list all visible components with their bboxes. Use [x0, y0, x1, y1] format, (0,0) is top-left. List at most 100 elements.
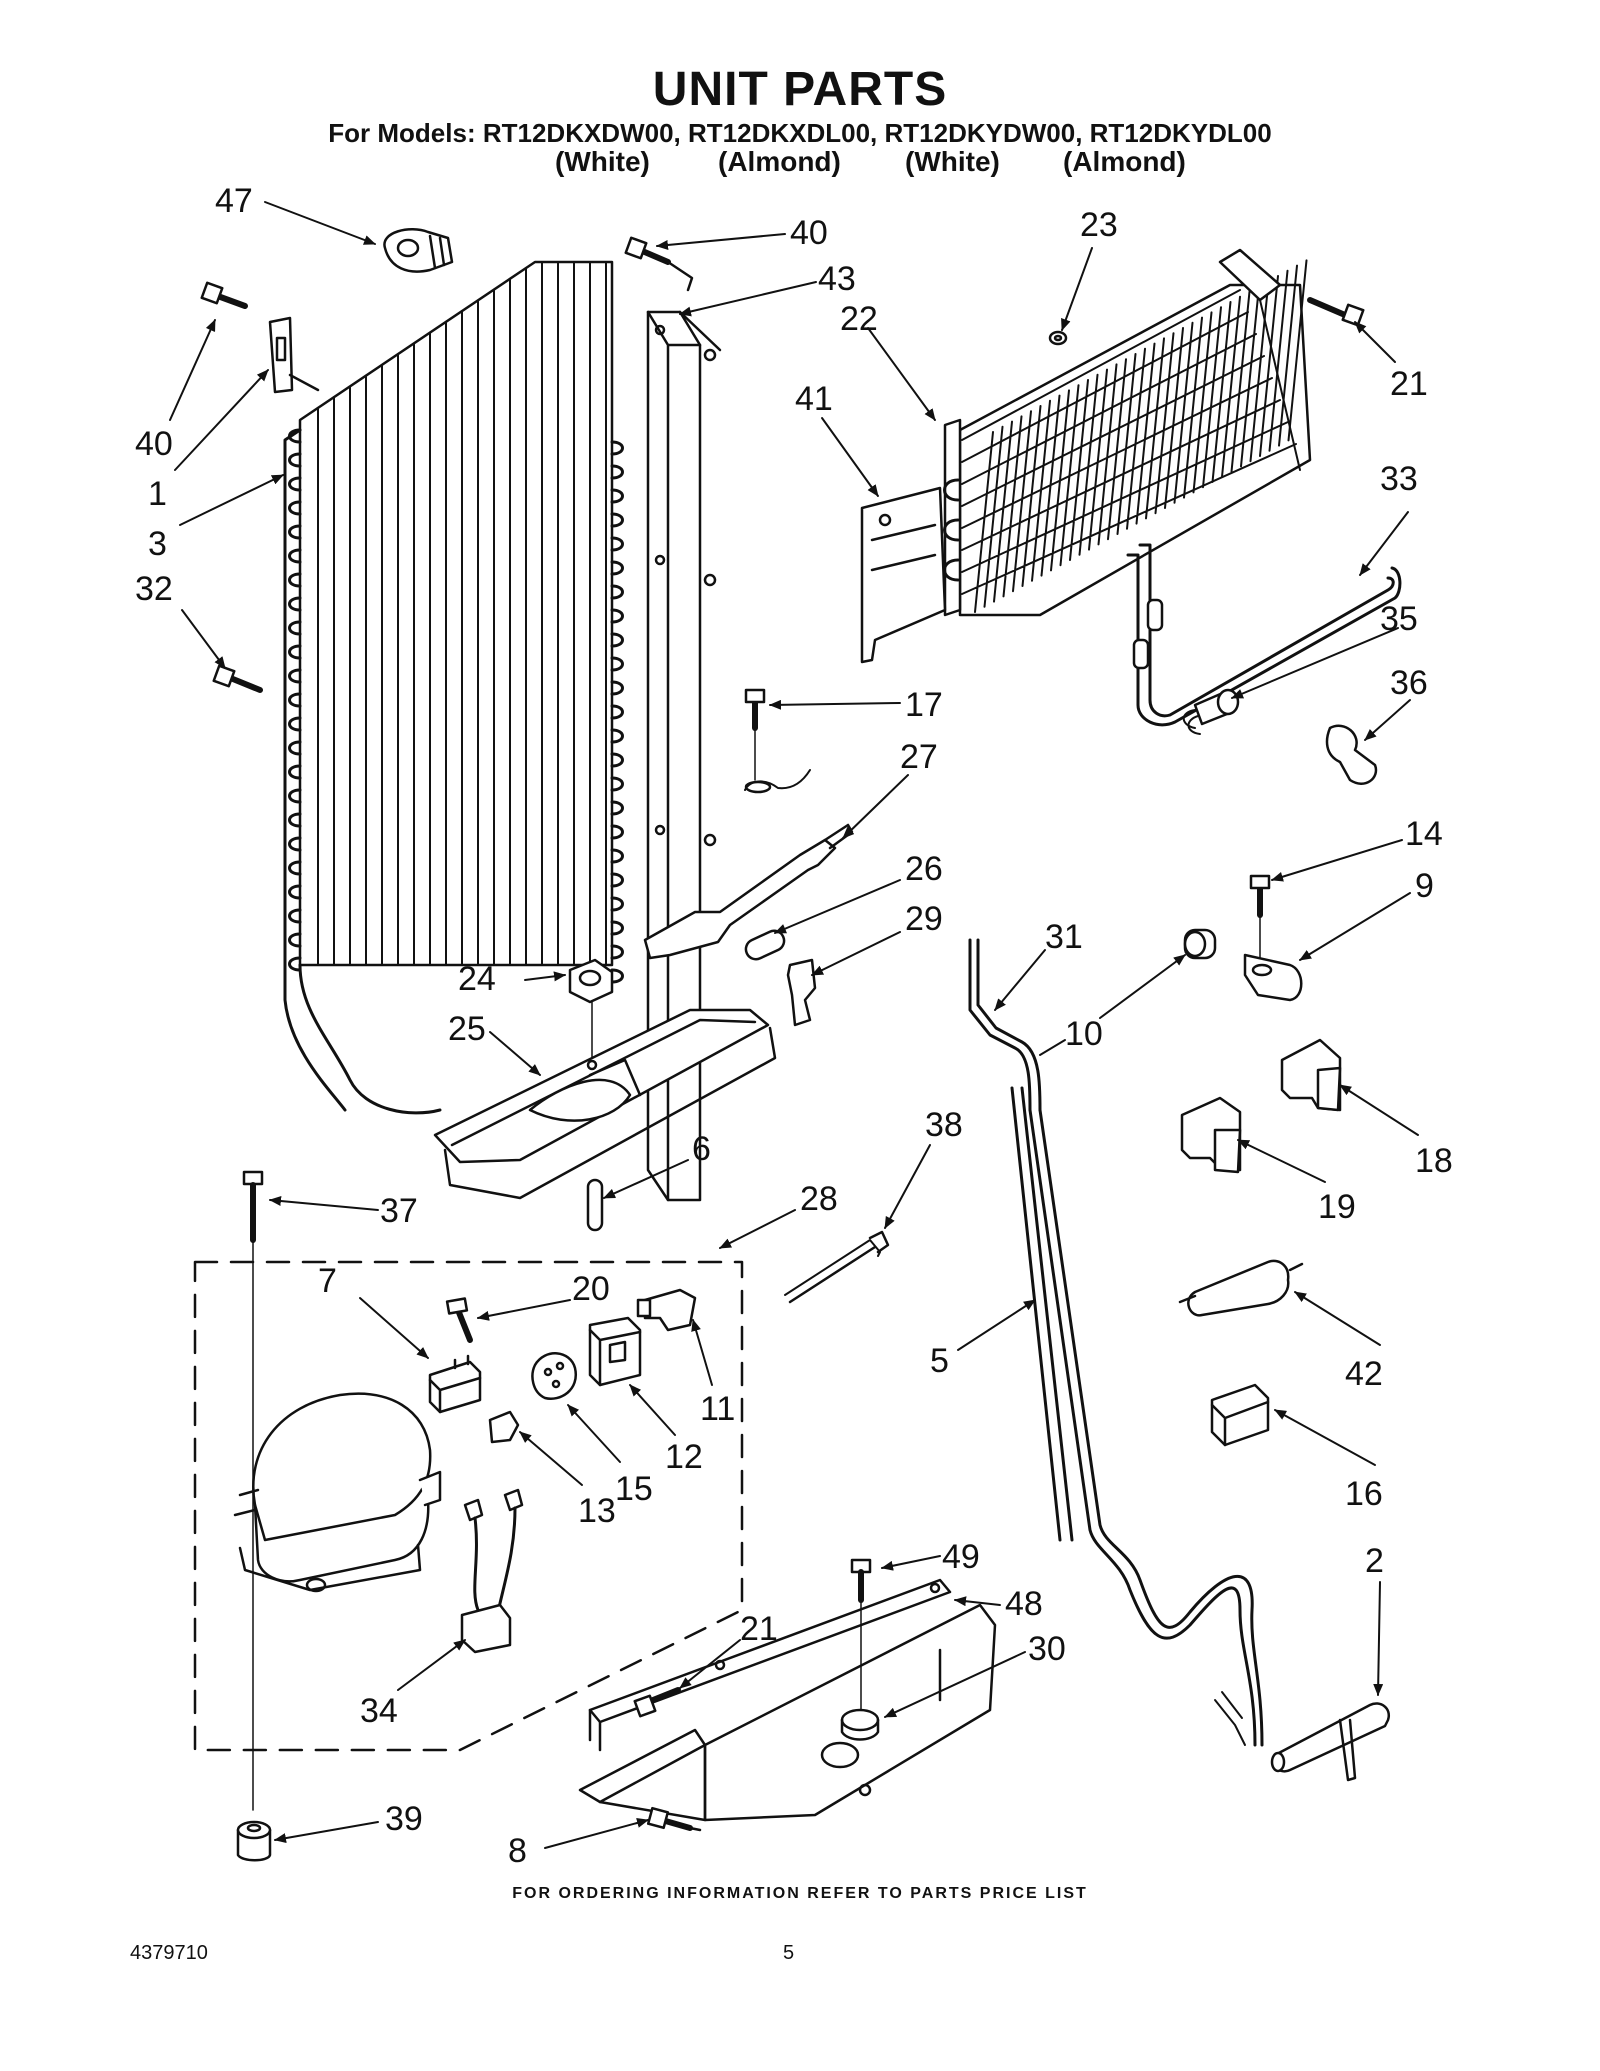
callout-49: 49 [942, 1538, 980, 1576]
wrench-2 [1270, 1702, 1391, 1782]
callout-7: 7 [318, 1262, 337, 1300]
condenser-rail [646, 310, 722, 1202]
callout-18: 18 [1415, 1142, 1453, 1180]
callout-20: 20 [572, 1270, 610, 1308]
callout-24: 24 [458, 960, 496, 998]
screw-21-base [633, 1687, 681, 1718]
callout-8: 8 [508, 1832, 527, 1870]
callout-25: 25 [448, 1010, 486, 1048]
heater-clip [1325, 724, 1378, 785]
relay-cover-12 [588, 1316, 642, 1387]
compressor-group-outline [193, 1260, 744, 1752]
evaporator-bracket [860, 486, 947, 664]
callout-19: 19 [1318, 1188, 1356, 1226]
callout-11: 11 [700, 1390, 735, 1428]
callout-23: 23 [1080, 206, 1118, 244]
callout-leaders [169, 201, 1419, 1849]
drier-clamp [786, 958, 817, 1027]
screw-20 [445, 1297, 473, 1343]
relay-15 [531, 1352, 578, 1401]
callout-6: 6 [692, 1130, 711, 1168]
callout-30: 30 [1028, 1630, 1066, 1668]
callout-40-top: 40 [790, 214, 828, 252]
ordering-note: FOR ORDERING INFORMATION REFER TO PARTS … [512, 1885, 1088, 1902]
grommet-39 [236, 1820, 272, 1862]
callout-41: 41 [795, 380, 833, 418]
drain-tube-6 [586, 1178, 604, 1232]
callout-40-left: 40 [135, 425, 173, 463]
callout-35: 35 [1380, 600, 1418, 638]
bracket-11 [636, 1288, 697, 1332]
callout-26: 26 [905, 850, 943, 888]
callout-12: 12 [665, 1438, 703, 1476]
condenser-bracket [268, 316, 320, 394]
screw-49 [850, 1558, 872, 1711]
color-label-1: (White) [555, 146, 650, 177]
callout-28: 28 [800, 1180, 838, 1218]
screw-14 [1249, 874, 1271, 971]
callout-numbers: 47 40 43 23 22 21 41 40 1 3 32 33 35 36 … [135, 182, 1453, 1870]
callout-14: 14 [1405, 815, 1443, 853]
evaporator [943, 248, 1312, 617]
page-number: 5 [783, 1942, 795, 1964]
screw-32 [212, 664, 263, 693]
wire-harness-38 [784, 1230, 890, 1304]
tube-clip [383, 228, 454, 273]
callout-2: 2 [1365, 1542, 1384, 1580]
clip-13 [488, 1410, 520, 1444]
wire-harness-34 [460, 1488, 524, 1654]
nut-24 [568, 958, 614, 1061]
callout-31: 31 [1045, 918, 1083, 956]
color-label-2: (Almond) [718, 146, 841, 177]
condenser-coil [283, 260, 624, 1115]
page-title: UNIT PARTS [652, 63, 948, 116]
callout-33: 33 [1380, 460, 1418, 498]
callout-36: 36 [1390, 664, 1428, 702]
callout-32: 32 [135, 570, 173, 608]
filter-42 [1178, 1259, 1304, 1317]
models-line: For Models: RT12DKXDW00, RT12DKXDL00, RT… [328, 118, 1272, 148]
connector-16 [1210, 1383, 1270, 1447]
callout-42: 42 [1345, 1355, 1383, 1393]
drain-pan [433, 1008, 777, 1200]
callout-38: 38 [925, 1106, 963, 1144]
callout-3: 3 [148, 525, 167, 563]
callout-15: 15 [615, 1470, 653, 1508]
washer [1048, 330, 1068, 346]
overload-7 [428, 1354, 482, 1414]
callout-48: 48 [1005, 1585, 1043, 1623]
model-colors: (White) (Almond) (White) (Almond) [0, 146, 1600, 180]
cover-18 [1280, 1038, 1342, 1112]
callout-17: 17 [905, 686, 943, 724]
screw-40-left [200, 281, 248, 309]
callout-13: 13 [578, 1492, 616, 1530]
color-label-4: (Almond) [1063, 146, 1186, 177]
callout-43: 43 [818, 260, 856, 298]
callout-39: 39 [385, 1800, 423, 1838]
callout-9: 9 [1415, 867, 1434, 905]
callout-27: 27 [900, 738, 938, 776]
callout-21-base: 21 [740, 1610, 778, 1648]
screw-21-evaporator [1307, 297, 1365, 327]
callout-47: 47 [215, 182, 253, 220]
callout-22: 22 [840, 300, 878, 338]
compressor [233, 1392, 442, 1593]
document-number: 4379710 [130, 1942, 208, 1964]
callout-16: 16 [1345, 1475, 1383, 1513]
defrost-heater [1126, 543, 1402, 727]
callout-10: 10 [1065, 1015, 1103, 1053]
mounting-bolt-37 [242, 1170, 264, 1811]
screw-8 [646, 1806, 702, 1832]
callout-5: 5 [930, 1342, 949, 1380]
clamp-9 [1243, 953, 1303, 1002]
screw-40-top [624, 236, 694, 292]
grommet-10 [1183, 928, 1217, 960]
callout-29: 29 [905, 900, 943, 938]
callout-1: 1 [148, 475, 167, 513]
grommet-30 [840, 1708, 880, 1741]
color-label-3: (White) [905, 146, 1000, 177]
callout-34: 34 [360, 1692, 398, 1730]
callout-21-evaporator: 21 [1390, 365, 1428, 403]
suction-line-5 [1010, 1086, 1264, 1747]
